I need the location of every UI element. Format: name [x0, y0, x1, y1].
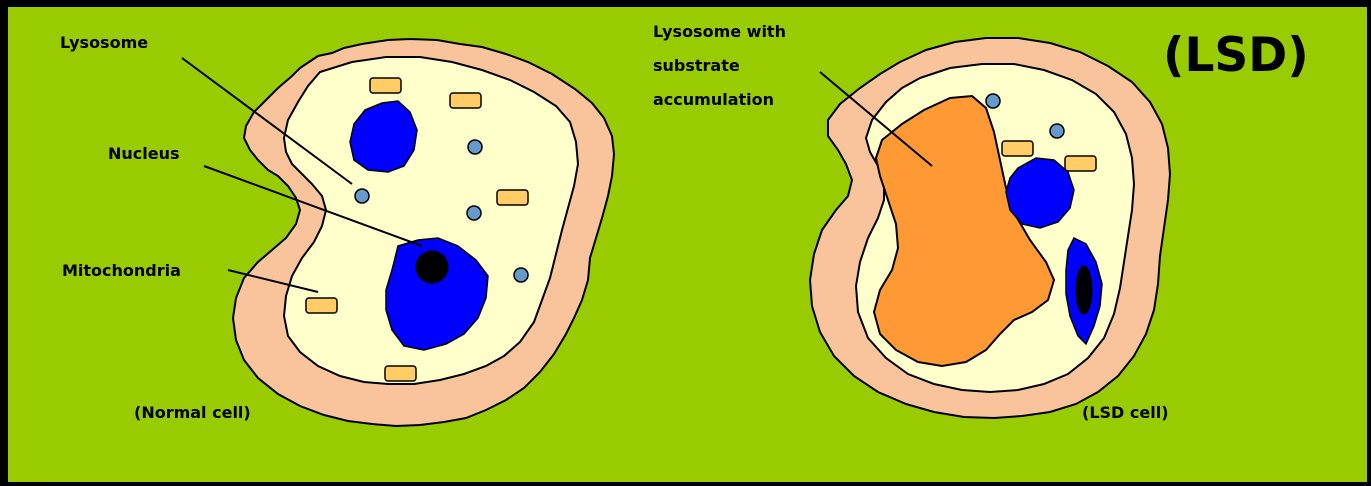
normal-cell-mitochondrion-1 — [370, 78, 401, 93]
lsd-cell-lysosome-2 — [1050, 124, 1064, 138]
normal-cell-caption: (Normal cell) — [134, 403, 251, 422]
normal-cell-lysosome-1 — [355, 189, 369, 203]
nucleus-label: Nucleus — [108, 144, 180, 163]
accumulation-label-line-2: substrate — [653, 56, 740, 75]
normal-cell-mitochondrion-5 — [385, 366, 416, 381]
lsd-cell-caption: (LSD cell) — [1082, 403, 1169, 422]
accumulation-label-line-1: Lysosome with — [653, 22, 786, 41]
mitochondria-label: Mitochondria — [62, 261, 181, 280]
normal-cell-mitochondrion-4 — [306, 298, 337, 313]
lsd-cell-mitochondrion-1 — [1002, 141, 1033, 156]
normal-cell-mitochondrion-3 — [497, 190, 528, 205]
lsd-title: (LSD) — [1163, 28, 1309, 83]
normal-cell-lysosome-4 — [514, 268, 528, 282]
lysosome-label: Lysosome — [60, 33, 148, 52]
lsd-cell — [810, 38, 1170, 418]
lsd-cell-nucleolus — [1076, 266, 1092, 314]
normal-cell — [233, 39, 614, 426]
normal-cell-nucleolus — [416, 251, 448, 283]
normal-cell-lysosome-2 — [468, 140, 482, 154]
normal-cell-mitochondrion-2 — [450, 93, 481, 108]
normal-cell-lysosome-3 — [467, 206, 481, 220]
lsd-cell-mitochondrion-2 — [1065, 156, 1096, 171]
accumulation-label-line-3: accumulation — [653, 90, 774, 109]
lsd-cell-lysosome-1 — [986, 94, 1000, 108]
